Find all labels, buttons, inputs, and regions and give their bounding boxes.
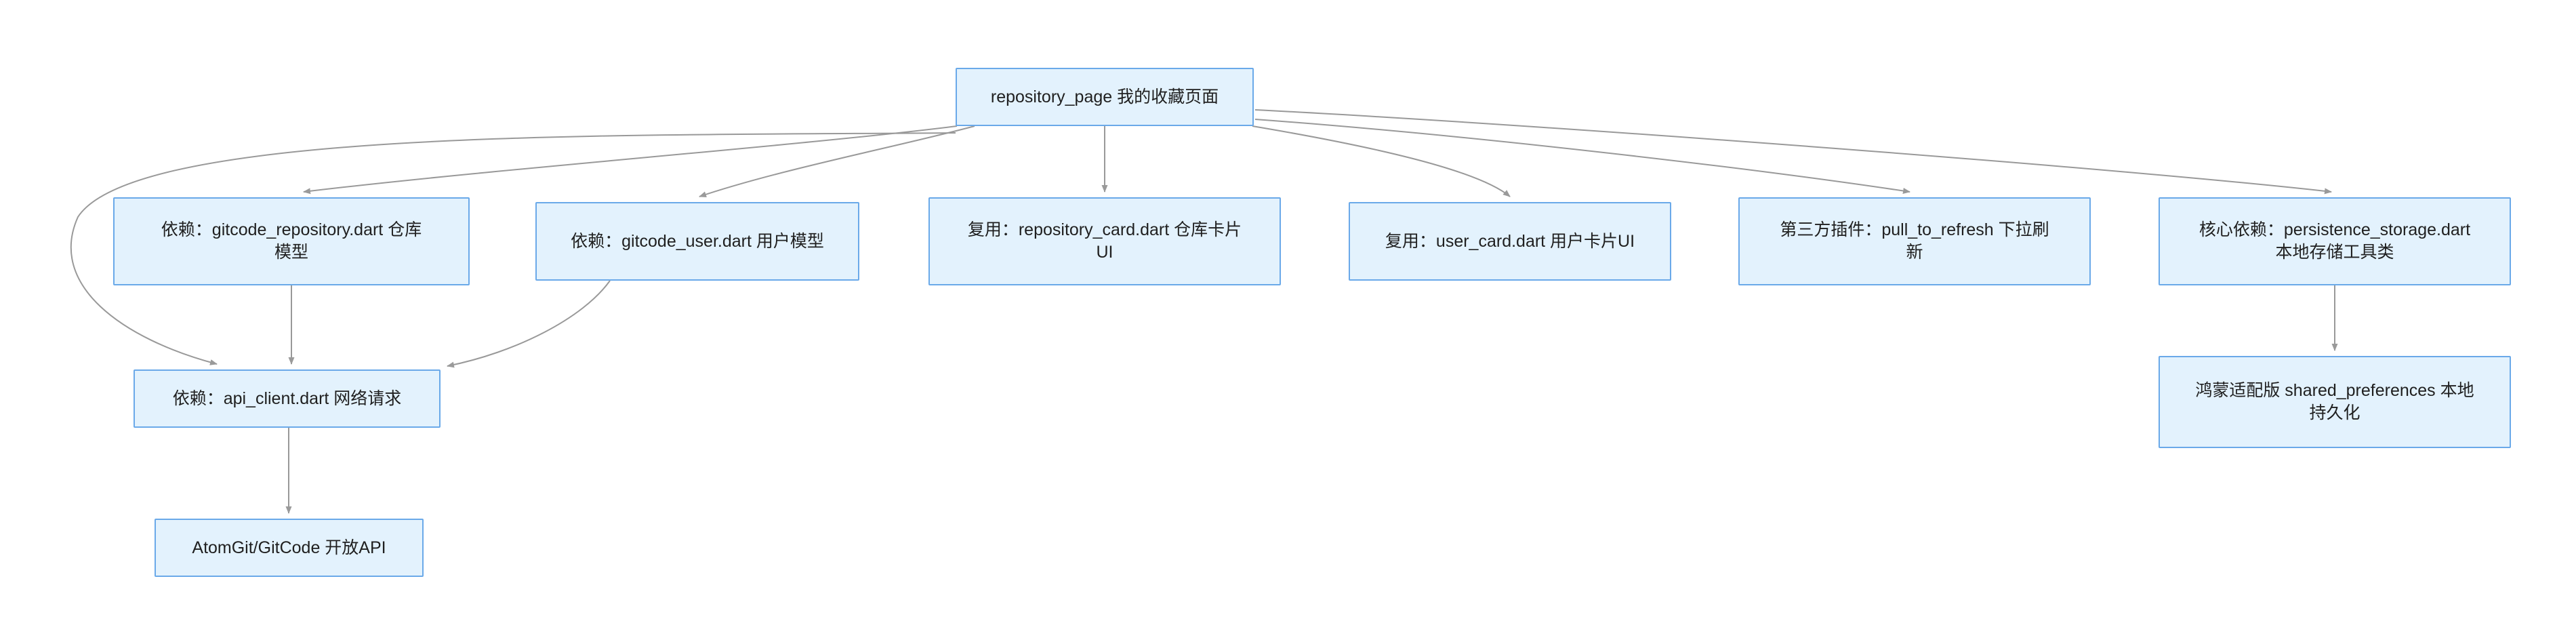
node-shared_preferences[interactable]: 鸿蒙适配版 shared_preferences 本地 持久化 [2159,356,2511,448]
node-gitcode_repository[interactable]: 依赖：gitcode_repository.dart 仓库 模型 [113,197,470,285]
node-repository_page[interactable]: repository_page 我的收藏页面 [956,68,1254,126]
node-label-api_client: 依赖：api_client.dart 网络请求 [172,388,402,408]
node-label-repository_page: repository_page 我的收藏页面 [990,87,1219,106]
node-gitcode_user[interactable]: 依赖：gitcode_user.dart 用户模型 [535,202,859,281]
repository_page-to-gitcode_repository [303,125,958,195]
node-label-pull_to_refresh: 第三方插件：pull_to_refresh 下拉刷 新 [1780,220,2049,262]
edge-paths [70,109,2338,514]
node-user_card[interactable]: 复用：user_card.dart 用户卡片UI [1349,202,1671,281]
node-persistence_storage[interactable]: 核心依赖：persistence_storage.dart 本地存储工具类 [2159,197,2511,285]
node-repository_card[interactable]: 复用：repository_card.dart 仓库卡片 UI [928,197,1281,285]
repository_page-to-gitcode_user [699,125,975,198]
node-label-gitcode_repository: 依赖：gitcode_repository.dart 仓库 模型 [161,220,422,262]
repository_page-to-pull_to_refresh [1254,119,1910,194]
node-label-repository_card: 复用：repository_card.dart 仓库卡片 UI [967,220,1242,262]
node-label-open_api: AtomGit/GitCode 开放API [192,538,386,557]
node-label-persistence_storage: 核心依赖：persistence_storage.dart 本地存储工具类 [2199,220,2471,262]
node-open_api[interactable]: AtomGit/GitCode 开放API [155,519,424,577]
repository_page-to-persistence_storage [1254,109,2332,195]
gitcode_user-to-api_client [447,280,611,368]
repository_page-to-user_card [1252,125,1511,197]
node-label-user_card: 复用：user_card.dart 用户卡片UI [1385,231,1635,251]
node-api_client[interactable]: 依赖：api_client.dart 网络请求 [134,369,441,428]
node-label-gitcode_user: 依赖：gitcode_user.dart 用户模型 [571,231,824,251]
node-label-shared_preferences: 鸿蒙适配版 shared_preferences 本地 持久化 [2195,381,2474,422]
node-pull_to_refresh[interactable]: 第三方插件：pull_to_refresh 下拉刷 新 [1738,197,2091,285]
